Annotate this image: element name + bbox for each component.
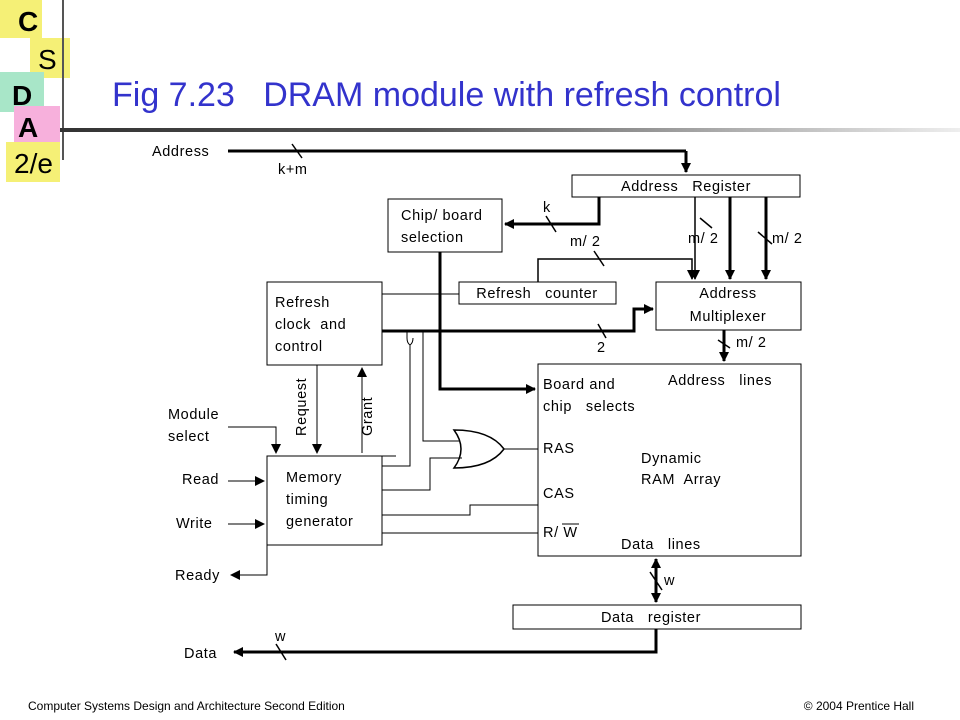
label-refresh-2: clock and xyxy=(275,317,346,333)
logo-letter-s: S xyxy=(38,44,57,75)
address-multiplexer-box xyxy=(655,281,802,331)
label-data: Data xyxy=(184,646,217,662)
label-module-2: select xyxy=(168,429,209,445)
label-ras: RAS xyxy=(543,441,575,457)
slide-title: Fig 7.23 DRAM module with refresh contro… xyxy=(112,76,781,114)
label-km: k+m xyxy=(278,162,308,178)
slash-km xyxy=(291,143,303,159)
vertical-rule xyxy=(62,0,64,160)
label-w-b: w xyxy=(274,629,286,645)
or-gate xyxy=(452,429,505,469)
label-dram-1: Dynamic xyxy=(641,451,702,467)
label-vertical-request: Request xyxy=(294,378,310,436)
data-bus xyxy=(233,629,658,657)
slash-m2-a xyxy=(593,250,605,267)
label-addr-mux-2: Multiplexer xyxy=(690,309,767,325)
slash-m2-b xyxy=(699,217,713,229)
label-mtg-3: generator xyxy=(286,514,353,530)
slash-k xyxy=(545,215,557,233)
label-address-register: Address Register xyxy=(621,179,751,195)
refresh-counter-bus xyxy=(537,258,697,282)
logo-green-box xyxy=(0,72,44,112)
label-m2-d: m/ 2 xyxy=(736,335,767,351)
footer-left: Computer Systems Design and Architecture… xyxy=(28,699,345,713)
logo-pink-box xyxy=(14,106,60,142)
label-mtg-1: Memory xyxy=(286,470,342,486)
logo-letter-c: C xyxy=(18,6,39,37)
slash-2 xyxy=(597,323,607,339)
label-module-1: Module xyxy=(168,407,219,423)
label-cas: CAS xyxy=(543,486,575,502)
label-ready: Ready xyxy=(175,568,220,584)
label-refresh-3: control xyxy=(275,339,323,355)
label-data-register: Data register xyxy=(601,610,701,626)
label-mtg-2: timing xyxy=(286,492,328,508)
label-rw: R/ W xyxy=(543,525,578,541)
slash-m2-c xyxy=(757,231,773,245)
label-data-lines: Data lines xyxy=(621,537,701,553)
label-address-lines: Address lines xyxy=(668,373,772,389)
label-two: 2 xyxy=(597,340,606,356)
footer-right: © 2004 Prentice Hall xyxy=(803,699,914,713)
label-board-chip-2: chip selects xyxy=(543,399,635,415)
refresh-to-mux xyxy=(382,304,654,333)
label-addr-mux-1: Address xyxy=(699,286,756,302)
refresh-line-to-or xyxy=(422,331,460,442)
address-register-box xyxy=(571,174,801,198)
slash-w-a xyxy=(649,571,663,591)
label-chip-board-1: Chip/ board xyxy=(401,208,483,224)
label-address: Address xyxy=(152,144,209,160)
label-m2-b: m/ 2 xyxy=(688,231,719,247)
logo-letter-d: D xyxy=(12,80,33,111)
slash-m2-d xyxy=(717,339,731,349)
memory-timing-generator-box xyxy=(266,455,383,546)
slash-w-b xyxy=(275,643,287,661)
label-k: k xyxy=(543,200,551,216)
logo-letter-a: A xyxy=(18,112,39,143)
mtg-to-or xyxy=(382,457,462,491)
title-rule xyxy=(60,128,960,132)
label-chip-board-2: selection xyxy=(401,230,464,246)
label-w-a: w xyxy=(663,573,675,589)
dram-array-box xyxy=(537,363,802,557)
label-read: Read xyxy=(182,472,219,488)
refresh-clock-control-box xyxy=(266,281,383,366)
k-bus xyxy=(504,197,601,229)
chip-board-selection-box xyxy=(387,198,503,253)
chip-select-bus xyxy=(438,252,536,394)
label-write: Write xyxy=(176,516,213,532)
label-dram-2: RAM Array xyxy=(641,472,721,488)
mtg-to-cas xyxy=(382,504,538,516)
label-vertical-grant: Grant xyxy=(360,397,376,436)
label-board-chip-1: Board and xyxy=(543,377,615,393)
module-select-line xyxy=(228,426,281,454)
label-m2-a: m/ 2 xyxy=(570,234,601,250)
logo-yellow-box-bottom xyxy=(6,142,60,182)
logo-yellow-box-top xyxy=(0,0,42,38)
logo-edition: 2/e xyxy=(14,148,53,179)
ready-line xyxy=(230,545,268,580)
label-refresh-counter: Refresh counter xyxy=(476,286,597,302)
label-m2-c: m/ 2 xyxy=(772,231,803,247)
refresh-to-or-gate xyxy=(382,331,414,467)
label-refresh-1: Refresh xyxy=(275,295,330,311)
